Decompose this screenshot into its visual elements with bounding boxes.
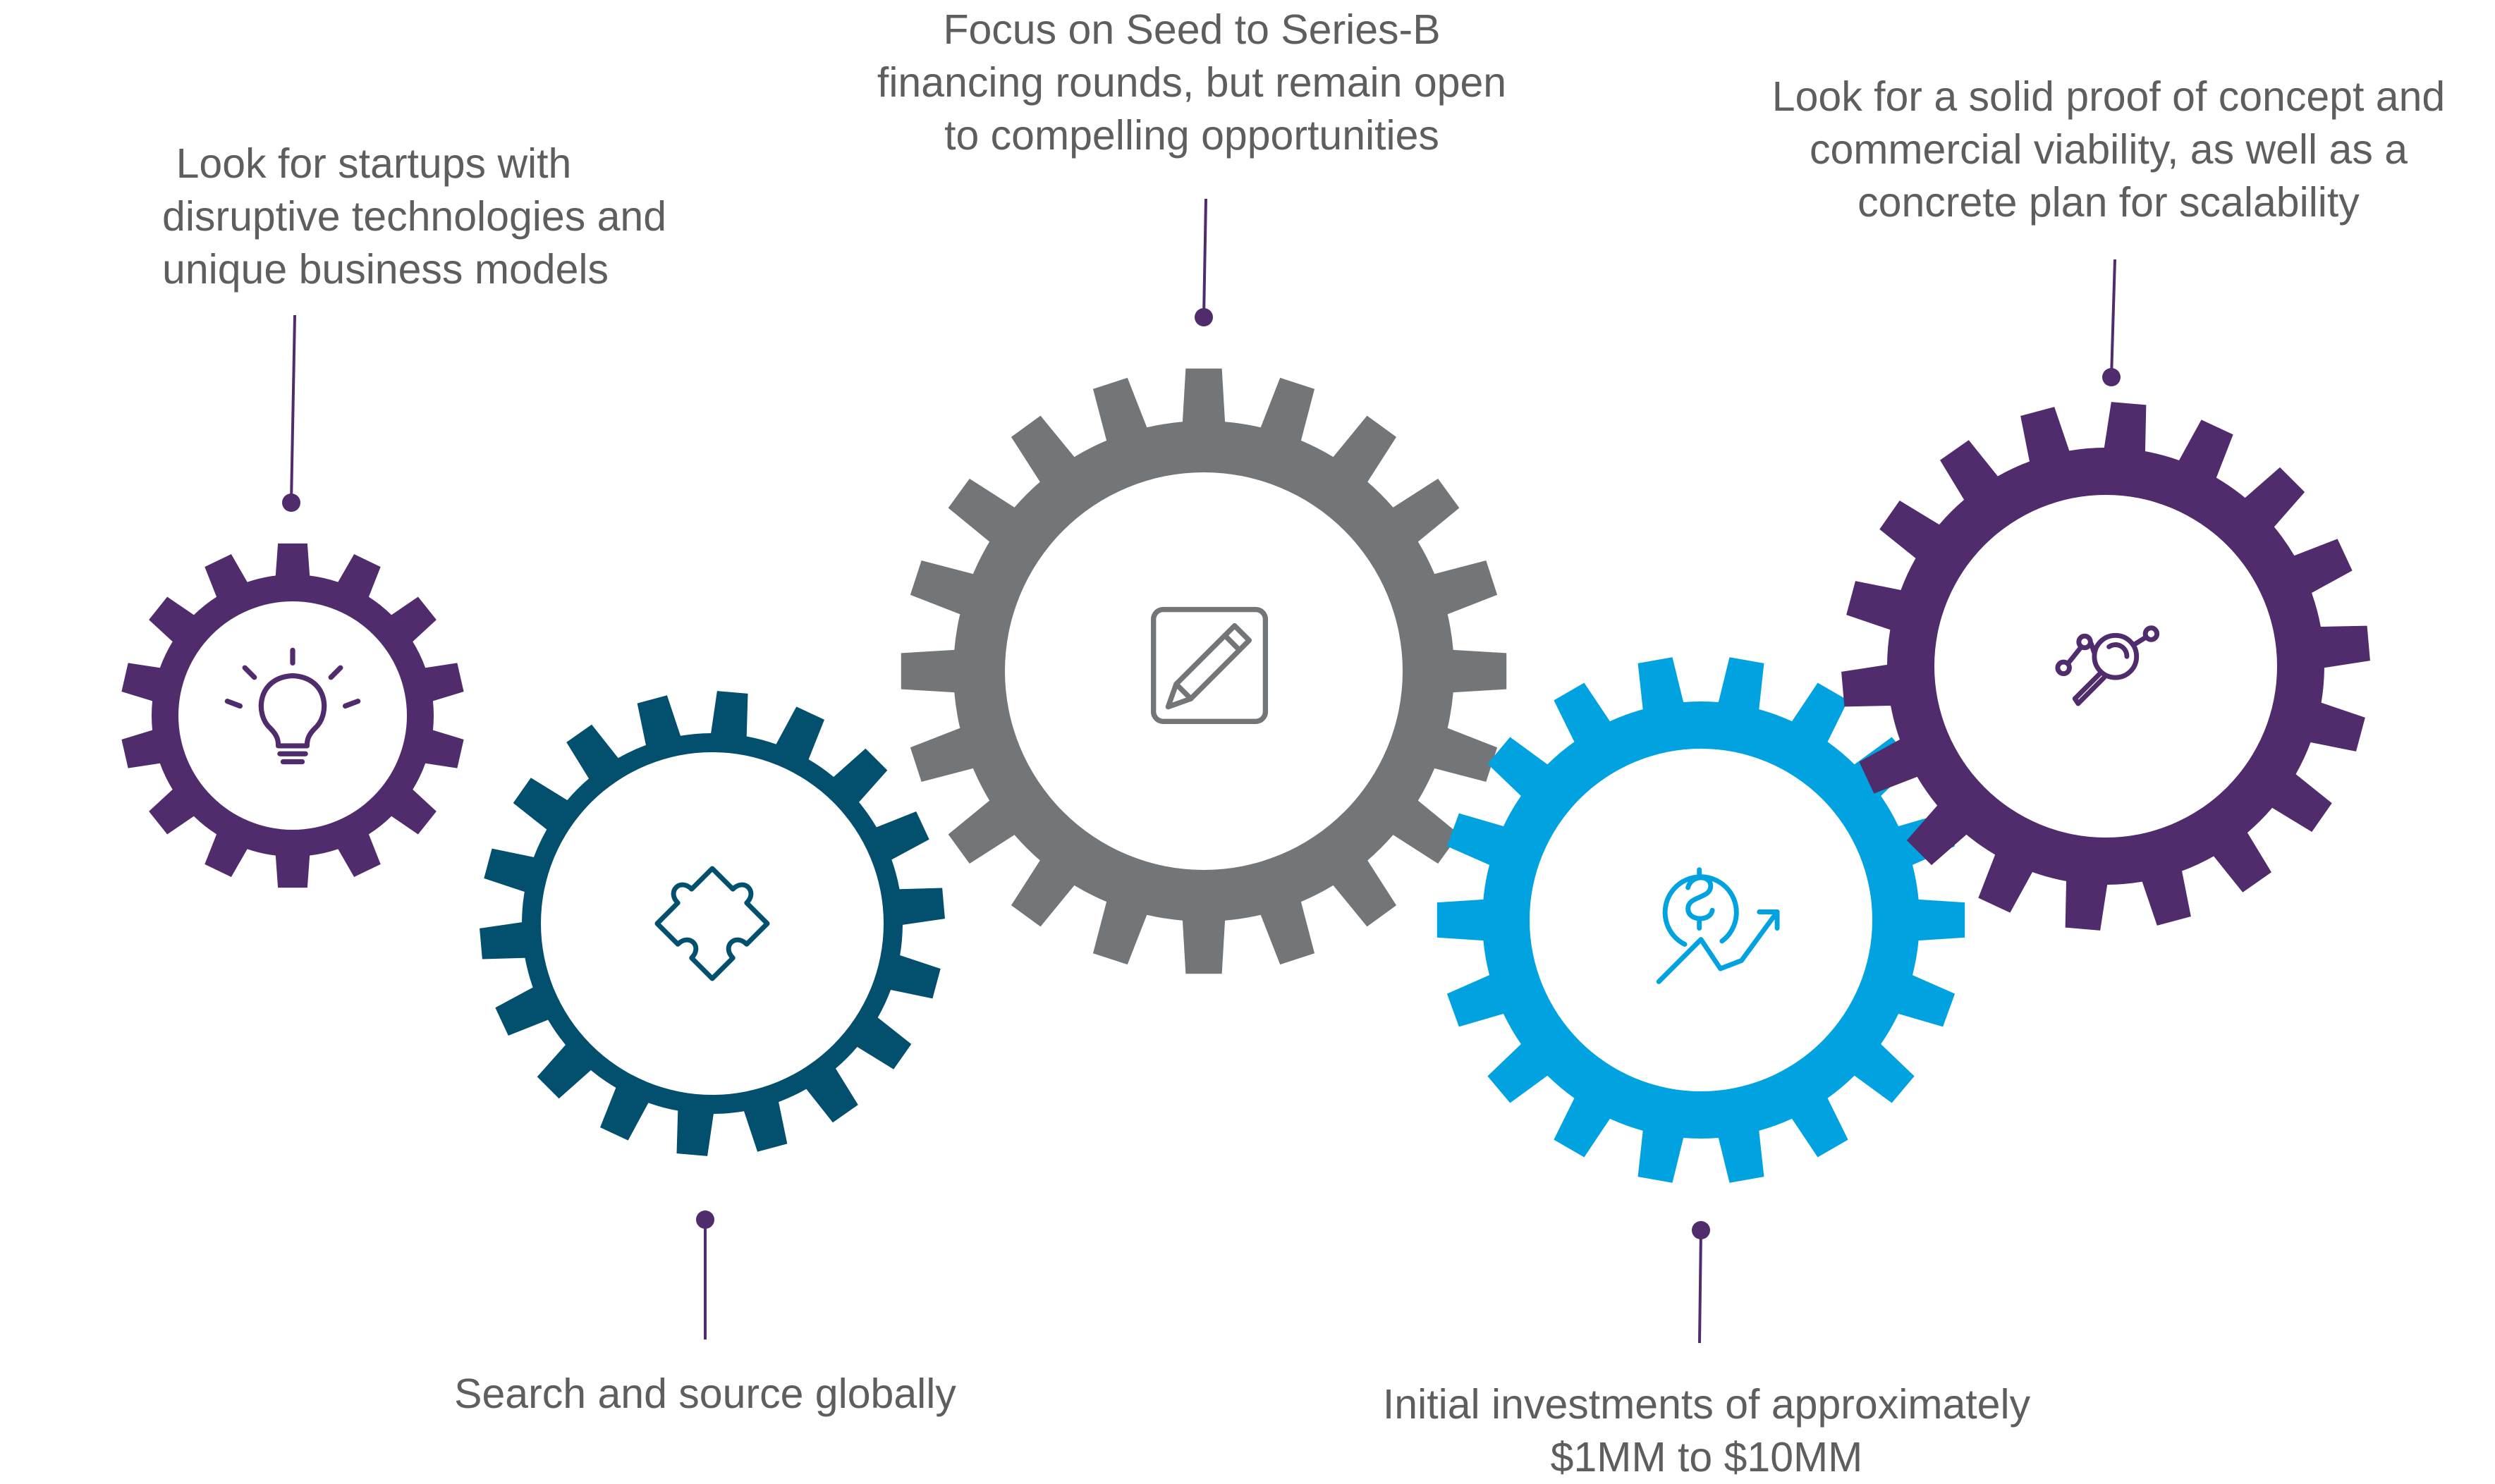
puzzle-icon [654, 866, 770, 981]
caption-source: Search and source globally [409, 1368, 1001, 1421]
connector-dot-source [696, 1210, 714, 1229]
caption-line: Focus on Seed to Series-B [943, 6, 1441, 53]
caption-startups: Look for startups with disruptive techno… [162, 137, 667, 296]
caption-proof: Look for a solid proof of concept and co… [1728, 70, 2489, 229]
caption-line: commercial viability, as well as a [1809, 126, 2408, 173]
caption-line: Initial investments of approximately [1382, 1381, 2031, 1428]
connector-dot-proof [2102, 368, 2121, 386]
gear-source-hub [541, 752, 884, 1095]
gear-proof [1841, 402, 2370, 931]
gear-proof-hub [1934, 495, 2277, 838]
caption-line: concrete plan for scalability [1857, 179, 2360, 226]
gears-layer [121, 368, 2370, 1183]
caption-line: financing rounds, but remain open [877, 59, 1507, 106]
caption-line: to compelling opportunities [944, 112, 1439, 159]
pencil-square-icon [1151, 606, 1269, 724]
gear-source [480, 691, 945, 1156]
caption-line: disruptive technologies and [162, 193, 667, 240]
gear-startups [121, 543, 464, 888]
connector-dot-startups [282, 493, 300, 512]
connector-line-financing [1202, 198, 1207, 318]
lightbulb-icon [224, 647, 361, 765]
connector-line-startups [290, 314, 296, 503]
connector-dot-investments [1692, 1221, 1710, 1239]
gear-financing-hub [1005, 472, 1403, 870]
icons-layer [224, 606, 2160, 984]
connector-dot-financing [1195, 308, 1213, 326]
caption-line: $1MM to $10MM [1550, 1434, 1863, 1480]
caption-line: Look for a solid proof of concept and [1771, 73, 2446, 120]
caption-line: unique business models [162, 246, 609, 293]
connector-line-proof [2110, 259, 2116, 378]
caption-line: Look for startups with [176, 140, 572, 187]
connectors [282, 198, 2121, 1344]
gear-startups-hub [178, 601, 407, 830]
gear-financing [901, 368, 1507, 974]
caption-line: Search and source globally [454, 1370, 956, 1417]
caption-financing: Focus on Seed to Series-B financing roun… [839, 4, 1544, 162]
dollar-growth-icon [1656, 867, 1780, 984]
caption-investments: Initial investments of approximately $1M… [1319, 1378, 2094, 1484]
connector-line-investments [1698, 1229, 1702, 1344]
magnifier-network-icon [2055, 625, 2160, 706]
